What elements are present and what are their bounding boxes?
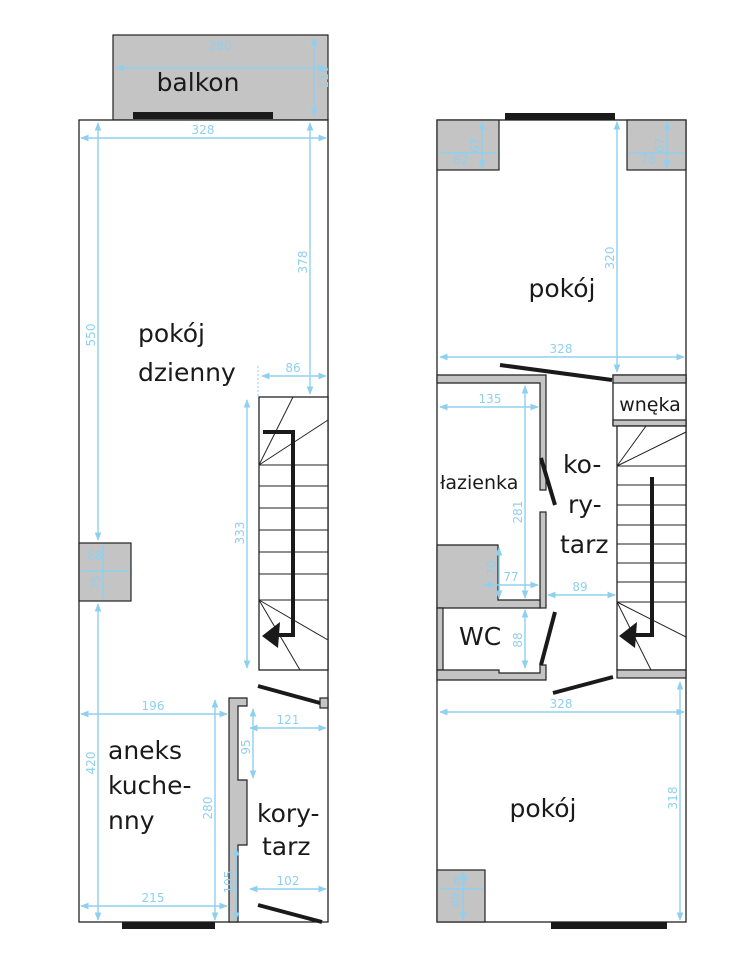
room-label-aneks: nny [108,806,155,835]
corner-pillar [626,119,687,171]
corner-pillar [436,119,500,171]
door [552,675,614,695]
svg-text:420: 420 [84,752,98,775]
room-label-korytarz: tarz [560,530,609,559]
room-label-korytarz: kory- [257,799,320,828]
column [78,542,132,602]
ground-floor-plan: 280 110 328 550 378 86 333 68 75 196 420… [78,34,331,929]
door [539,611,557,666]
svg-text:77: 77 [503,570,518,584]
svg-text:328: 328 [550,697,573,711]
svg-text:86: 86 [285,361,300,375]
svg-text:280: 280 [209,39,232,53]
room-label-pokoj-dzienny: pokój [138,319,205,348]
svg-text:121: 121 [277,713,300,727]
door [499,363,613,382]
door [257,903,323,924]
upper-floor-plan: 82 67 78 67 320 328 135 281 70 77 89 88 … [436,113,687,929]
svg-text:69: 69 [449,892,463,907]
svg-text:550: 550 [84,324,98,347]
window [551,922,667,929]
svg-text:215: 215 [142,891,165,905]
svg-text:68: 68 [87,549,102,563]
svg-text:67: 67 [468,137,482,152]
svg-text:280: 280 [201,797,215,820]
dimension-lines [80,37,327,921]
room-label-korytarz: tarz [262,832,311,861]
door [539,457,557,506]
room-label-aneks: aneks [108,736,182,765]
svg-text:95: 95 [239,739,253,754]
room-label-korytarz: ry- [568,490,602,519]
window [122,922,215,929]
room-label-wneka: wnęka [619,394,681,416]
svg-text:328: 328 [192,123,215,137]
svg-text:328: 328 [550,342,573,356]
svg-text:105: 105 [222,871,236,894]
svg-text:102: 102 [277,874,300,888]
staircase [258,396,329,671]
door [257,684,321,705]
svg-text:135: 135 [479,392,502,406]
room-label-aneks: kuche- [108,771,192,800]
svg-text:281: 281 [511,501,525,524]
balcony [112,34,329,121]
svg-text:62: 62 [453,874,468,888]
balcony-door [133,112,273,119]
svg-text:67: 67 [653,137,667,152]
svg-text:378: 378 [296,251,310,274]
svg-text:196: 196 [142,699,165,713]
bathroom-wall [436,374,547,491]
room-label-pokoj: pokój [510,794,577,823]
room-label-pokoj: pokój [529,274,596,303]
room-label-balkon: balkon [157,68,240,97]
dimension-labels: 280 110 328 550 378 86 333 68 75 196 420… [84,39,331,905]
window [505,113,615,120]
dimension-lines [439,121,685,921]
wall-stub [319,697,329,709]
svg-text:75: 75 [89,575,103,590]
svg-text:333: 333 [233,522,247,545]
room-label-lazienka: łazienka [440,472,518,494]
room-label-korytarz: ko- [563,450,601,479]
svg-text:88: 88 [511,632,525,647]
bathroom-wall [539,511,547,609]
svg-text:78: 78 [640,153,655,167]
wc-wall [436,664,547,681]
svg-text:110: 110 [317,66,331,89]
room-label-pokoj-dzienny: dzienny [138,358,236,387]
svg-text:82: 82 [453,153,468,167]
wall [436,607,444,671]
staircase [616,425,687,679]
dimension-labels: 82 67 78 67 320 328 135 281 70 77 89 88 … [449,137,680,907]
room-label-wc: WC [459,622,501,651]
svg-text:89: 89 [572,580,587,594]
svg-text:318: 318 [666,787,680,810]
svg-text:70: 70 [485,560,499,575]
svg-text:320: 320 [603,247,617,270]
